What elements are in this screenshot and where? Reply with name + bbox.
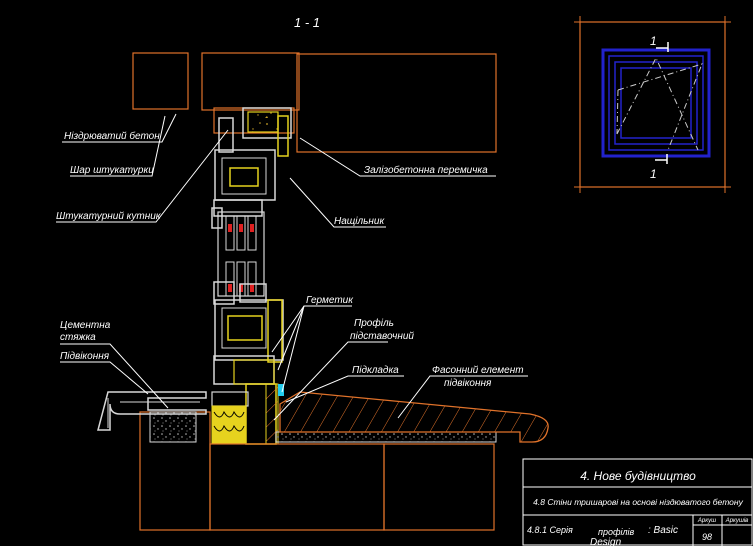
label-cement-screed-line2: стяжка — [60, 332, 96, 343]
plan-view — [574, 16, 731, 193]
label-shim: Підкладка — [352, 365, 399, 376]
label-sealant: Герметик — [306, 295, 354, 306]
plan-mark-top: 1 — [650, 34, 657, 48]
window-frame-lower — [213, 281, 284, 385]
title-block-series-2: профілів — [598, 527, 635, 537]
label-support-profile-line2: підставочний — [350, 331, 414, 342]
label-plaster-layer: Шар штукатурки — [70, 165, 154, 176]
label-cover-strip: Нащільник — [334, 216, 385, 227]
leader-lines — [56, 113, 528, 421]
window-frame-upper — [211, 107, 292, 229]
label-shaped-element-line2: підвіконня — [444, 378, 492, 389]
title-block-chapter: 4. Нове будівництво — [580, 469, 696, 483]
title-block-series-3: : Basic — [648, 525, 678, 536]
glazing-unit — [217, 211, 265, 297]
rc-lintel — [296, 53, 497, 153]
title-block-series-1: 4.8.1 Серія — [527, 525, 573, 535]
exterior-sill-element — [279, 391, 549, 443]
label-shaped-element-line1: Фасонний елемент — [432, 365, 524, 376]
top-aerated-block — [132, 52, 300, 134]
interior-sill — [97, 391, 207, 431]
label-cement-screed-line1: Цементна — [60, 320, 111, 331]
title-block-sheets-label: Аркушів — [725, 518, 749, 524]
label-aerated-concrete: Ніздрюватий бетон — [64, 130, 160, 142]
label-rc-lintel: Залізобетонна перемичка — [364, 164, 488, 176]
cement-screed — [149, 411, 497, 443]
plan-mark-bottom: 1 — [650, 167, 657, 181]
label-support-profile-line1: Профіль — [354, 317, 394, 329]
title-block — [522, 458, 753, 546]
section-title: 1 - 1 — [294, 15, 320, 30]
title-block-sheet-label: Аркуш — [697, 518, 716, 524]
label-plaster-corner: Штукатурний кутник — [56, 211, 162, 222]
bottom-aerated-block — [139, 411, 495, 531]
label-sill: Підвіконня — [60, 351, 110, 362]
title-block-subtitle: 4.8 Стіни тришарові на основі ніздюватог… — [533, 497, 743, 507]
insulation-block — [211, 405, 247, 445]
title-block-sheet-number: 98 — [702, 532, 712, 542]
title-block-series-4: Design — [590, 537, 622, 546]
